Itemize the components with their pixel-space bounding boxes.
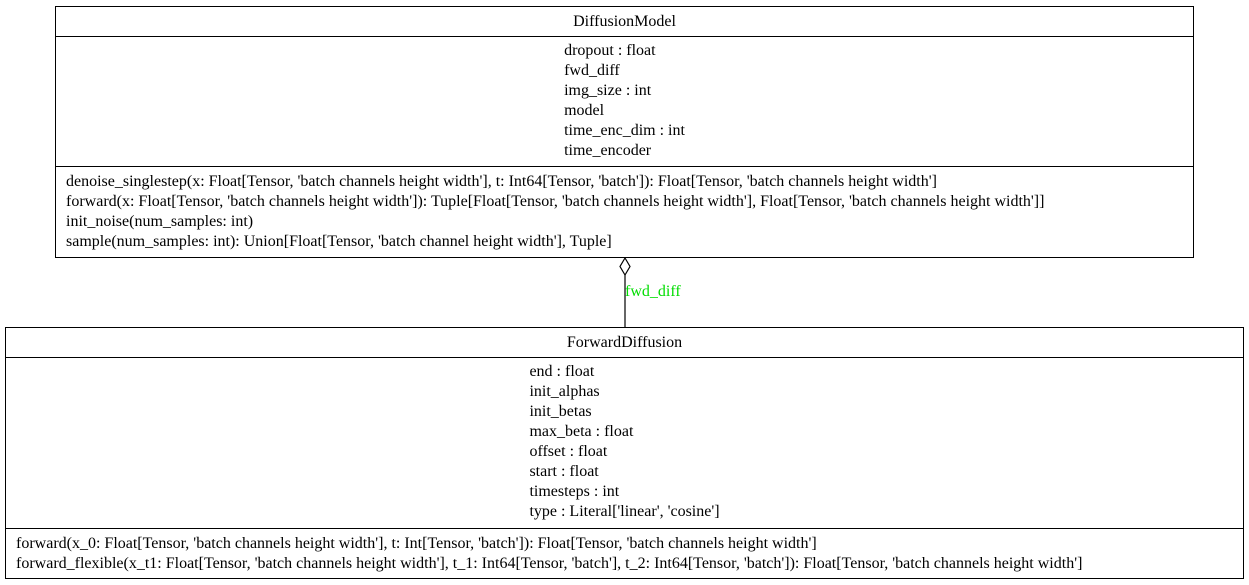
method: forward(x_0: Float[Tensor, 'batch channe… (16, 535, 817, 552)
methods-section: forward(x_0: Float[Tensor, 'batch channe… (6, 529, 1243, 574)
relation-label: fwd_diff (625, 283, 681, 300)
method: denoise_singlestep(x: Float[Tensor, 'bat… (66, 173, 937, 190)
attribute: offset : float (529, 443, 608, 460)
attribute: time_enc_dim : int (564, 122, 685, 139)
method: forward_flexible(x_t1: Float[Tensor, 'ba… (16, 555, 1083, 572)
attribute: time_encoder (564, 142, 652, 159)
attribute: end : float (529, 363, 595, 380)
methods-section: denoise_singlestep(x: Float[Tensor, 'bat… (56, 167, 1193, 252)
attribute: start : float (529, 463, 599, 480)
attribute: timesteps : int (529, 483, 620, 500)
aggregation-diamond-icon (619, 256, 631, 277)
method: sample(num_samples: int): Union[Float[Te… (66, 233, 612, 250)
attribute: init_betas (529, 403, 592, 420)
attribute: max_beta : float (529, 423, 634, 440)
attribute: type : Literal['linear', 'cosine'] (529, 503, 720, 520)
attribute: init_alphas (529, 383, 600, 400)
class-name: DiffusionModel (56, 7, 1193, 37)
attribute: model (564, 102, 605, 119)
attribute: dropout : float (564, 42, 656, 59)
attributes-section: end : float init_alphas init_betas max_b… (6, 358, 1243, 529)
class-name: ForwardDiffusion (6, 328, 1243, 358)
method: init_noise(num_samples: int) (66, 213, 254, 230)
class-box-diffusion-model[interactable]: DiffusionModel dropout : float fwd_diff … (55, 6, 1194, 258)
method: forward(x: Float[Tensor, 'batch channels… (66, 193, 1045, 210)
attributes-section: dropout : float fwd_diff img_size : int … (56, 37, 1193, 167)
class-box-forward-diffusion[interactable]: ForwardDiffusion end : float init_alphas… (5, 327, 1244, 579)
attribute: img_size : int (564, 82, 652, 99)
attribute: fwd_diff (564, 62, 620, 79)
